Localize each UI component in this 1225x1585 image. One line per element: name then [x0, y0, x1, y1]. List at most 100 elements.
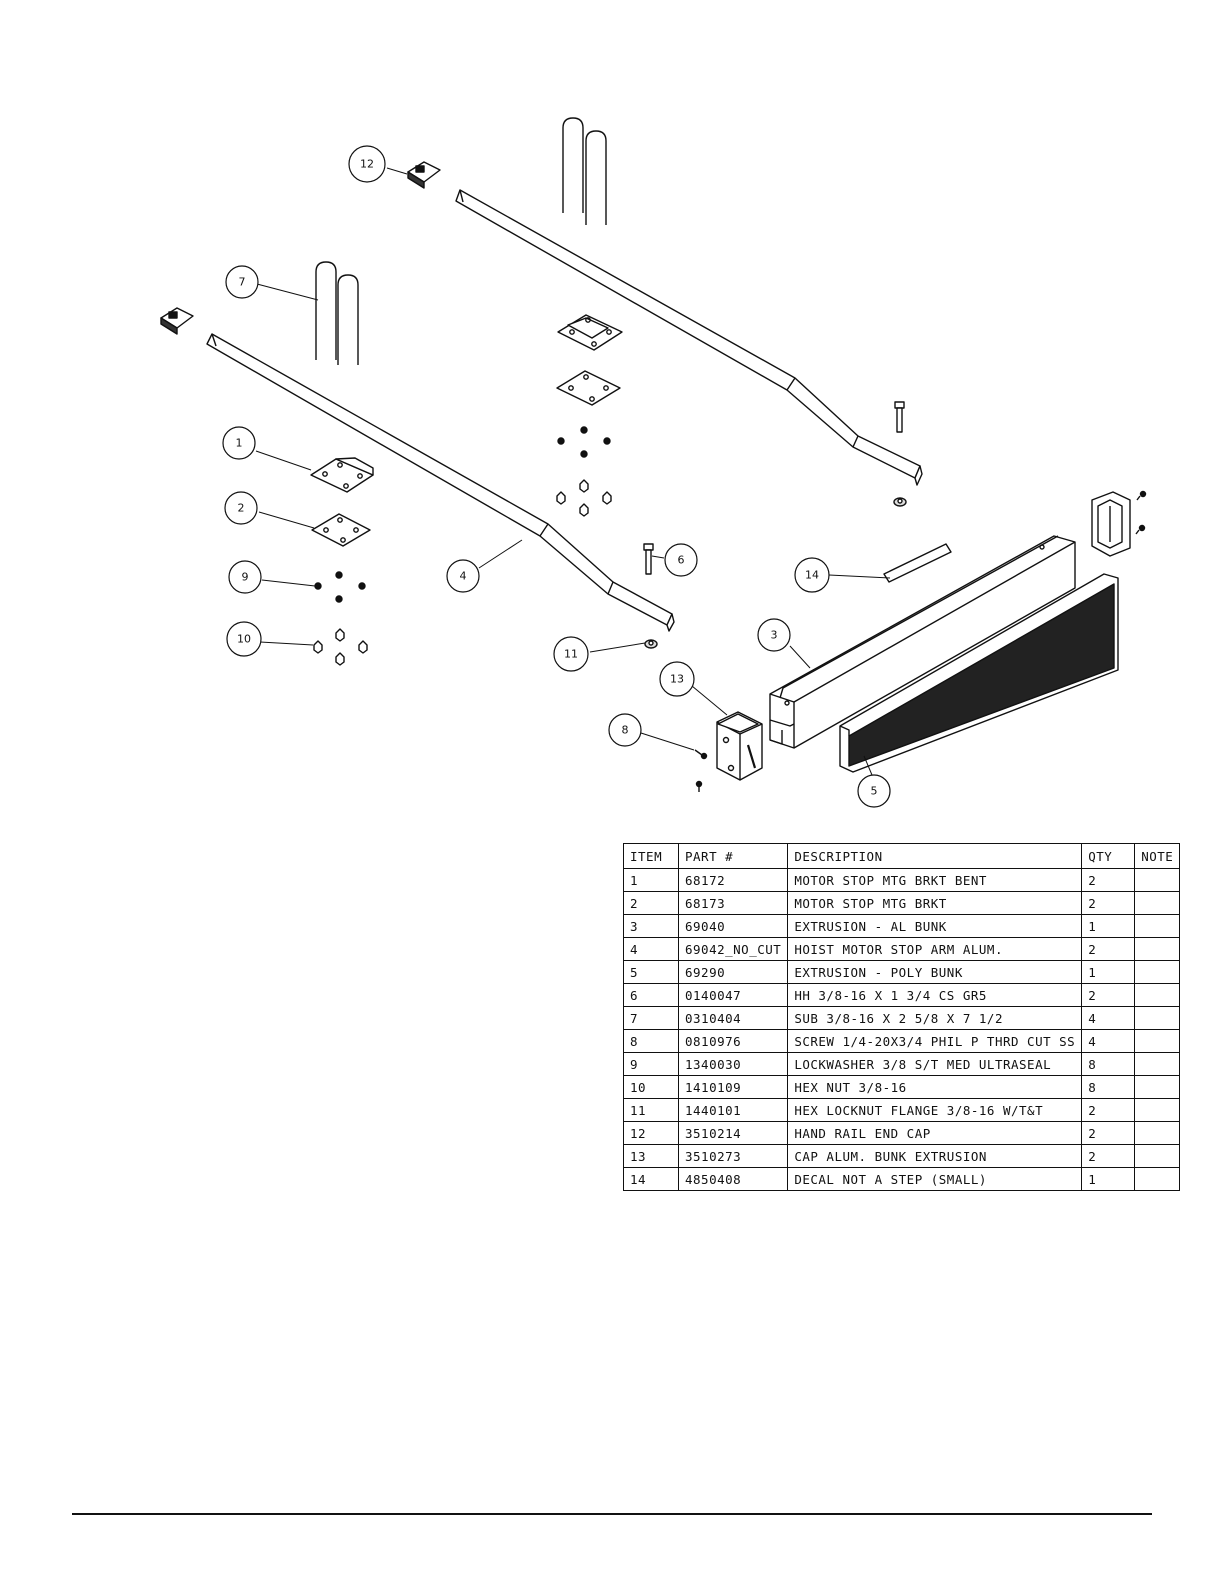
- cell-note: [1134, 937, 1181, 961]
- footer-rule: [72, 1513, 1152, 1515]
- cell-part: 69290: [677, 960, 789, 984]
- cell-description: DECAL NOT A STEP (SMALL): [787, 1167, 1083, 1191]
- right-motor-stop-arm: [455, 189, 923, 486]
- header-qty: QTY: [1081, 843, 1136, 869]
- cell-part: 68172: [677, 868, 789, 892]
- header-item: ITEM: [623, 843, 679, 869]
- cell-description: HH 3/8-16 X 1 3/4 CS GR5: [787, 983, 1083, 1007]
- cell-qty: 8: [1081, 1075, 1136, 1099]
- callout-4: 4: [460, 570, 467, 583]
- cell-description: EXTRUSION - AL BUNK: [787, 914, 1083, 938]
- lockwashers-right: [557, 426, 611, 458]
- cell-part: 1340030: [677, 1052, 789, 1076]
- cell-part: 0810976: [677, 1029, 789, 1053]
- lockwashers-left: [314, 571, 366, 603]
- cell-description: HOIST MOTOR STOP ARM ALUM.: [787, 937, 1083, 961]
- cell-part: 1410109: [677, 1075, 789, 1099]
- screws-rear: [1135, 490, 1147, 535]
- cell-description: EXTRUSION - POLY BUNK: [787, 960, 1083, 984]
- u-bolt-left: [315, 261, 359, 365]
- cell-qty: 1: [1081, 960, 1136, 984]
- cell-item: 5: [623, 960, 679, 984]
- cell-qty: 2: [1081, 868, 1136, 892]
- cell-item: 8: [623, 1029, 679, 1053]
- cell-note: [1134, 1098, 1181, 1122]
- hand-rail-end-cap-right: [407, 161, 441, 189]
- cell-note: [1134, 891, 1181, 915]
- callout-5: 5: [871, 785, 878, 798]
- cell-note: [1134, 1006, 1181, 1030]
- hex-nuts-right: [556, 479, 612, 517]
- cell-item: 12: [623, 1121, 679, 1145]
- bunk-extrusion-cap-front: [716, 711, 763, 781]
- cell-description: CAP ALUM. BUNK EXTRUSION: [787, 1144, 1083, 1168]
- callout-10: 10: [237, 633, 251, 646]
- cell-description: HEX NUT 3/8-16: [787, 1075, 1083, 1099]
- cell-item: 3: [623, 914, 679, 938]
- cell-qty: 4: [1081, 1006, 1136, 1030]
- hand-rail-end-cap-left: [160, 307, 194, 335]
- motor-stop-bracket-bent-left: [310, 457, 374, 493]
- cell-part: 69040: [677, 914, 789, 938]
- cell-qty: 2: [1081, 1144, 1136, 1168]
- cell-item: 6: [623, 983, 679, 1007]
- cell-qty: 2: [1081, 937, 1136, 961]
- decal-not-a-step: [883, 543, 952, 583]
- cell-description: HAND RAIL END CAP: [787, 1121, 1083, 1145]
- cell-description: HEX LOCKNUT FLANGE 3/8-16 W/T&T: [787, 1098, 1083, 1122]
- cell-part: 68173: [677, 891, 789, 915]
- cell-qty: 1: [1081, 1167, 1136, 1191]
- hex-nuts-left: [313, 628, 368, 666]
- cell-note: [1134, 983, 1181, 1007]
- cell-qty: 2: [1081, 1121, 1136, 1145]
- cell-description: LOCKWASHER 3/8 S/T MED ULTRASEAL: [787, 1052, 1083, 1076]
- bom-header-row: ITEM PART # DESCRIPTION QTY NOTE: [623, 843, 1181, 869]
- locknut-left: [644, 639, 658, 649]
- cell-part: 3510273: [677, 1144, 789, 1168]
- callout-13: 13: [670, 673, 684, 686]
- callout-6: 6: [678, 554, 685, 567]
- callout-9: 9: [242, 571, 249, 584]
- cell-part: 1440101: [677, 1098, 789, 1122]
- cell-note: [1134, 1052, 1181, 1076]
- callout-12: 12: [360, 158, 374, 171]
- u-bolt-right: [562, 117, 607, 225]
- cell-qty: 2: [1081, 983, 1136, 1007]
- hex-bolt-right: [894, 401, 905, 433]
- cell-note: [1134, 960, 1181, 984]
- cell-item: 11: [623, 1098, 679, 1122]
- cell-note: [1134, 1029, 1181, 1053]
- header-note: NOTE: [1134, 843, 1181, 869]
- callout-circles: [222, 145, 891, 808]
- motor-stop-bracket-right: [556, 370, 621, 406]
- cell-note: [1134, 1167, 1181, 1191]
- cell-item: 2: [623, 891, 679, 915]
- motor-stop-bracket-bent-right: [557, 314, 623, 351]
- cell-qty: 8: [1081, 1052, 1136, 1076]
- cell-note: [1134, 1144, 1181, 1168]
- cell-note: [1134, 1075, 1181, 1099]
- cell-description: SCREW 1/4-20X3/4 PHIL P THRD CUT SS: [787, 1029, 1083, 1053]
- header-description: DESCRIPTION: [787, 843, 1083, 869]
- cell-item: 9: [623, 1052, 679, 1076]
- cell-qty: 2: [1081, 891, 1136, 915]
- header-part: PART #: [677, 843, 789, 869]
- poly-bunk-extrusion: [839, 573, 1119, 773]
- cell-description: MOTOR STOP MTG BRKT: [787, 891, 1083, 915]
- callout-2: 2: [238, 502, 245, 515]
- cell-qty: 4: [1081, 1029, 1136, 1053]
- callout-3: 3: [771, 629, 778, 642]
- cell-item: 14: [623, 1167, 679, 1191]
- hex-bolt-left: [643, 543, 654, 575]
- cell-part: 4850408: [677, 1167, 789, 1191]
